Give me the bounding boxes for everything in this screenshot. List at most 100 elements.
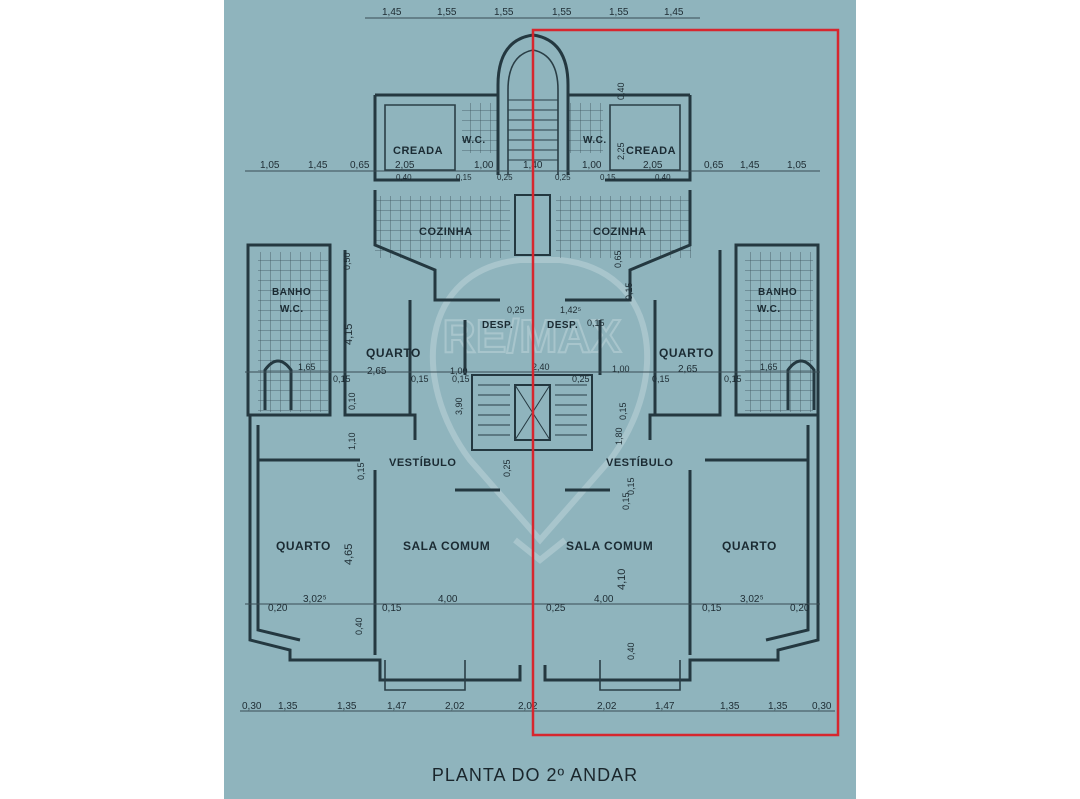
dim-mr-12: 0,15 xyxy=(724,374,742,384)
dim-b-5: 2,02 xyxy=(445,701,465,712)
tile-banho-left xyxy=(258,252,328,412)
dims-lower-row: 0,20 3,02⁵ 0,15 4,00 0,25 4,00 0,15 3,02… xyxy=(268,594,810,614)
room-left-cozinha: COZINHA xyxy=(419,226,473,238)
tiled-floors xyxy=(258,103,813,412)
room-left-vestibulo: VESTÍBULO xyxy=(389,456,456,469)
dims-mid-vertical: 0,10 1,10 0,15 3,90 0,25 0,15 1,80 0,15 … xyxy=(343,392,636,660)
dim-k-2: 0,65 xyxy=(613,250,623,268)
rooms-left: CREADA W.C. COZINHA BANHO W.C. QUARTO DE… xyxy=(272,135,513,553)
room-right-wc: W.C. xyxy=(583,135,607,146)
room-left-quarto-upper: QUARTO xyxy=(366,346,421,360)
dim-mv-1: 0,10 xyxy=(347,392,357,410)
dim-top-2: 1,55 xyxy=(437,7,457,18)
dim-ur-4: 2,05 xyxy=(395,160,415,171)
room-left-creada: CREADA xyxy=(393,145,443,157)
dims-mid-row: 1,65 0,15 2,65 0,15 1,00 0,15 2,40 0,25 … xyxy=(298,362,778,384)
dim-mv-2: 1,10 xyxy=(347,432,357,450)
tile-cozinha-left xyxy=(375,196,510,258)
dim-lr-2: 3,02⁵ xyxy=(303,594,327,605)
dim-b-11: 0,30 xyxy=(812,701,832,712)
dim-ur-2: 1,45 xyxy=(308,160,328,171)
dim-top-6: 1,45 xyxy=(664,7,684,18)
dim-urs-2: 0,15 xyxy=(456,173,472,182)
room-left-banho-wc: W.C. xyxy=(280,304,304,315)
room-right-banho-wc: W.C. xyxy=(757,304,781,315)
dim-ur-5: 1,00 xyxy=(474,160,494,171)
dim-mv-11: 4,10 xyxy=(616,569,628,590)
tile-banho-right xyxy=(745,252,813,412)
tile-wc-right xyxy=(568,103,603,153)
dim-mv-10: 4,65 xyxy=(343,544,355,565)
room-left-desp: DESP. xyxy=(482,320,513,331)
dim-mr-4: 0,15 xyxy=(411,374,429,384)
room-right-banho: BANHO xyxy=(758,287,797,298)
room-left-wc: W.C. xyxy=(462,135,486,146)
dim-k-5: 0,25 xyxy=(507,305,525,315)
dim-b-8: 1,47 xyxy=(655,701,675,712)
room-right-sala: SALA COMUM xyxy=(566,539,653,553)
dim-urs-6: 0,40 xyxy=(655,173,671,182)
dim-k-6: 1,42⁵ xyxy=(560,305,582,315)
dim-mr-10: 0,15 xyxy=(652,374,670,384)
dim-lr-1: 0,20 xyxy=(268,603,288,614)
dim-b-10: 1,35 xyxy=(768,701,788,712)
dim-k-7: 0,15 xyxy=(587,318,605,328)
dims-kitchen: 0,50 0,65 0,15 4,15 0,25 1,42⁵ 0,15 xyxy=(342,250,634,345)
room-right-quarto-lower: QUARTO xyxy=(722,539,777,553)
dim-mv-4: 3,90 xyxy=(454,397,464,415)
dim-mv-13: 0,40 xyxy=(626,642,636,660)
plan-title: PLANTA DO 2º ANDAR xyxy=(432,765,638,785)
room-right-vestibulo: VESTÍBULO xyxy=(606,456,673,469)
dim-lr-3: 0,15 xyxy=(382,603,402,614)
dim-urs-5: 0,15 xyxy=(600,173,616,182)
dim-b-4: 1,47 xyxy=(387,701,407,712)
tile-wc-left xyxy=(462,103,497,153)
dim-mr-7: 2,40 xyxy=(532,362,550,372)
dims-vertical-top: 0,40 2,25 xyxy=(616,82,626,160)
dim-mr-8: 0,25 xyxy=(572,374,590,384)
dim-ur-11: 1,05 xyxy=(787,160,807,171)
dim-mr-3: 2,65 xyxy=(367,366,387,377)
dim-mr-1: 1,65 xyxy=(298,362,316,372)
dim-urs-3: 0,25 xyxy=(497,173,513,182)
dim-v-1: 0,40 xyxy=(616,82,626,100)
building-walls xyxy=(246,93,820,691)
room-right-cozinha: COZINHA xyxy=(593,226,647,238)
room-right-creada: CREADA xyxy=(626,145,676,157)
dim-b-7: 2,02 xyxy=(597,701,617,712)
dim-mr-5: 1,00 xyxy=(450,366,468,376)
dim-mr-9: 1,00 xyxy=(612,364,630,374)
rooms-right: CREADA W.C. COZINHA BANHO W.C. QUARTO DE… xyxy=(547,135,797,553)
dim-ur-7: 1,00 xyxy=(582,160,602,171)
dim-top-5: 1,55 xyxy=(609,7,629,18)
dim-ur-10: 1,45 xyxy=(740,160,760,171)
dim-v-2: 2,25 xyxy=(616,142,626,160)
dim-mv-3: 0,15 xyxy=(356,462,366,480)
room-right-desp: DESP. xyxy=(547,320,578,331)
dim-lr-7: 0,15 xyxy=(702,603,722,614)
dim-mv-7: 1,80 xyxy=(614,427,624,445)
dim-b-9: 1,35 xyxy=(720,701,740,712)
remax-watermark: RE/MAX xyxy=(429,257,651,564)
dim-k-3: 0,15 xyxy=(624,282,634,300)
room-left-quarto-lower: QUARTO xyxy=(276,539,331,553)
dim-mr-11: 2,65 xyxy=(678,364,698,375)
dims-upper-row-small: 0,40 0,15 0,25 0,25 0,15 0,40 xyxy=(396,173,671,182)
room-left-sala: SALA COMUM xyxy=(403,539,490,553)
dims-bottom: 0,30 1,35 1,35 1,47 2,02 2,02 2,02 1,47 … xyxy=(242,701,832,712)
dim-ur-9: 0,65 xyxy=(704,160,724,171)
dim-top-3: 1,55 xyxy=(494,7,514,18)
dim-top-1: 1,45 xyxy=(382,7,402,18)
dim-ur-1: 1,05 xyxy=(260,160,280,171)
dim-k-4: 4,15 xyxy=(343,324,355,345)
dims-top: 1,45 1,55 1,55 1,55 1,55 1,45 xyxy=(382,7,684,18)
dim-mv-12: 0,40 xyxy=(354,617,364,635)
dim-ur-3: 0,65 xyxy=(350,160,370,171)
dim-b-2: 1,35 xyxy=(278,701,298,712)
dim-ur-8: 2,05 xyxy=(643,160,663,171)
dim-lr-5: 0,25 xyxy=(546,603,566,614)
dim-lr-4: 4,00 xyxy=(438,594,458,605)
dim-b-6: 2,02 xyxy=(518,701,538,712)
dim-k-1: 0,50 xyxy=(342,252,352,270)
